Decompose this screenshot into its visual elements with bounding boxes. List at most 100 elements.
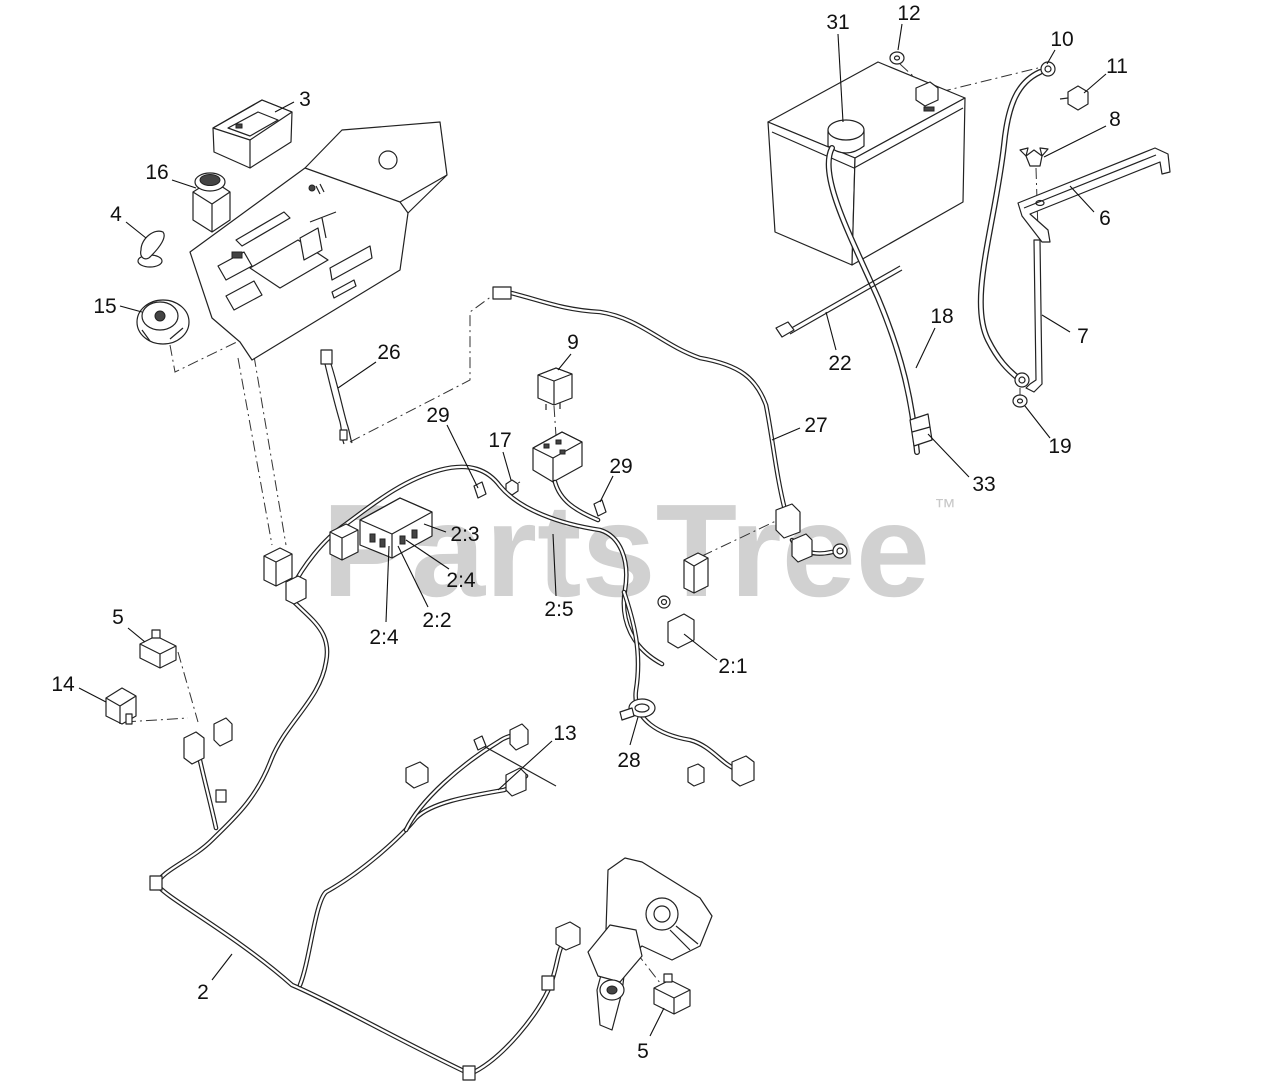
clip-28 — [619, 698, 656, 721]
leader-line — [1043, 125, 1107, 158]
assembly-line — [169, 337, 246, 373]
connector-26-wire — [330, 363, 353, 444]
ring-terminal-10-lower — [1014, 372, 1030, 388]
harness-main-inner — [155, 598, 572, 1076]
connector-27-plug — [492, 286, 512, 300]
ring-terminal-10-hole — [1044, 65, 1052, 73]
connector-switch — [213, 717, 233, 747]
rod-7-body — [1025, 239, 1043, 393]
dash-panel-hole — [378, 150, 398, 170]
leader-line — [119, 305, 143, 313]
clip-28-loop — [628, 698, 656, 718]
connector-seat — [505, 767, 527, 797]
leader-line — [1083, 73, 1107, 94]
leader-line — [171, 179, 197, 189]
ring-terminal-lower-outer — [1014, 372, 1030, 388]
relay-9-pins — [545, 403, 561, 410]
leader-line — [683, 633, 718, 661]
dash-panel-slot — [235, 211, 291, 247]
leader-line — [274, 101, 295, 113]
pto-switch-16-cap — [199, 174, 221, 186]
connector-switch — [183, 731, 205, 765]
callout-label: 12 — [897, 2, 920, 25]
switch-5-lower — [653, 973, 691, 1015]
dash-panel-cutout — [225, 280, 263, 311]
assembly-line — [939, 67, 1039, 93]
brake-lever — [587, 924, 643, 983]
hour-meter-3-display — [227, 111, 279, 137]
relay-socket-slot — [559, 449, 566, 455]
callout-label: 22 — [828, 352, 851, 375]
callout-label: 14 — [51, 673, 75, 696]
dash-panel-slot — [299, 227, 323, 261]
relay-socket-top — [532, 431, 583, 459]
leader-line — [385, 545, 390, 623]
leader-line — [599, 475, 614, 503]
connector-27-end — [791, 533, 813, 563]
hold-down-bracket-6 — [1017, 147, 1171, 243]
connector-tall-edge — [683, 557, 709, 593]
wing-nut-8-wing — [1019, 147, 1049, 157]
cable-tie-13-strap — [479, 743, 557, 787]
battery-cable-18-inner — [826, 146, 919, 454]
connector-main-lower — [285, 575, 307, 605]
switch-5-upper — [139, 629, 177, 669]
switch-14-tab — [125, 713, 133, 725]
cable-tie-13 — [473, 735, 557, 787]
leader-line — [397, 545, 429, 608]
callout-label: 17 — [488, 429, 511, 452]
ring-terminal-10 — [1040, 61, 1056, 77]
ignition-switch-15-slot — [154, 310, 166, 322]
hour-meter-3-top — [212, 99, 293, 141]
cable-tie-29-head — [593, 499, 607, 517]
bolt-11-head — [1067, 85, 1089, 111]
assembly-line — [253, 355, 287, 546]
brake-bracket — [587, 857, 713, 1031]
connector-2-1 — [667, 613, 695, 649]
callout-label: 2 — [197, 981, 209, 1004]
fuse — [369, 533, 376, 543]
clip-33 — [909, 413, 933, 447]
leader-line — [915, 327, 936, 369]
ring-terminal-lower-hole — [1018, 376, 1026, 384]
leader-line — [552, 533, 557, 597]
ring-terminal-10-outer — [1040, 61, 1056, 77]
battery-rim — [771, 107, 964, 169]
leader-line — [825, 311, 837, 351]
hold-down-rod-7 — [1025, 239, 1043, 393]
assembly-line — [553, 405, 557, 437]
cable-tie-22-strap — [787, 265, 901, 331]
cable-tie-29 — [473, 481, 607, 517]
callout-label: 3 — [299, 88, 311, 111]
callout-label: 9 — [567, 331, 579, 354]
battery-side — [851, 97, 966, 266]
harness-branch-relay-inner — [553, 480, 600, 522]
callout-label: 5 — [112, 606, 124, 629]
relay-socket — [532, 431, 583, 483]
switch-14-edge — [105, 695, 137, 724]
throttle-symbol — [309, 211, 337, 239]
key-4 — [137, 230, 165, 268]
relay-9 — [537, 367, 573, 410]
battery-terminal-mark — [923, 106, 935, 112]
dash-panel-switch-slot — [329, 245, 373, 281]
washer-12 — [889, 51, 905, 65]
leader-line — [127, 627, 146, 643]
panel-decal — [231, 251, 243, 259]
fuse — [399, 535, 406, 545]
connector-right-end — [731, 755, 755, 787]
brake-bracket-boss — [645, 897, 679, 931]
callout-label: 2:2 — [422, 609, 451, 632]
wire-27-inner — [509, 291, 788, 516]
bolt-11 — [1059, 85, 1089, 111]
callout-label: 5 — [637, 1040, 649, 1063]
callout-label: 27 — [804, 414, 827, 437]
leader-line — [78, 687, 107, 703]
pto-switch-16-edge — [192, 191, 231, 232]
assembly-line — [349, 295, 493, 443]
harness-clip — [215, 789, 227, 803]
switch-14 — [105, 687, 137, 725]
leader-line — [405, 539, 450, 570]
wing-nut-8 — [1019, 147, 1049, 167]
